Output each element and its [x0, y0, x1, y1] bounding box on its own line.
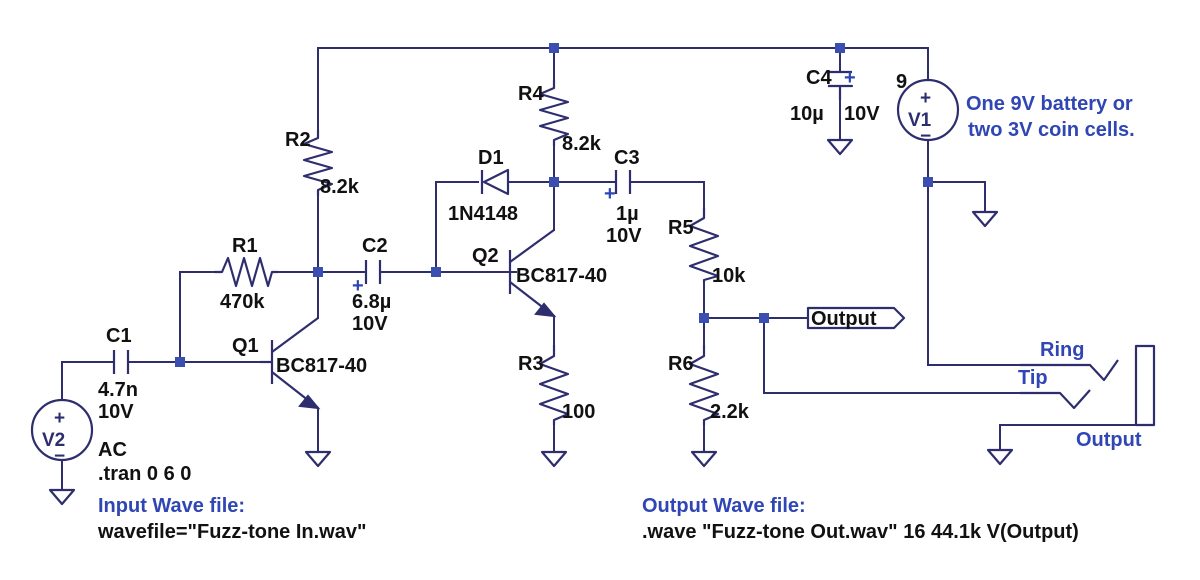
c3-ref: C3 [614, 147, 640, 169]
resistor-r2: R2 8.2k [285, 129, 360, 198]
r4-ref: R4 [518, 83, 544, 105]
junction-dots [175, 43, 933, 367]
r1-value: 470k [220, 291, 265, 313]
r2-ref: R2 [285, 129, 311, 151]
ground-icon [540, 450, 568, 468]
c4-value: 10µ [790, 103, 824, 125]
q1-ref: Q1 [232, 335, 259, 357]
r5-ref: R5 [668, 217, 694, 239]
q2-ref: Q2 [472, 245, 499, 267]
output-net-label: Output [806, 306, 906, 330]
r6-value: 2.2k [710, 401, 750, 423]
d1-ref: D1 [478, 147, 504, 169]
resistor-r1: R1 470k [214, 235, 278, 313]
voltage-source-v1: + V1 − 9 [896, 71, 960, 147]
diode-d1: D1 1N4148 [448, 147, 518, 225]
junction-dot [549, 43, 559, 53]
q1-value: BC817-40 [276, 355, 367, 377]
v1-minus-sign: − [920, 126, 931, 147]
output-port-label: Output [811, 308, 877, 330]
r3-ref: R3 [518, 353, 544, 375]
voltage-source-v2: + V2 − AC [30, 398, 127, 467]
battery-note-line2: two 3V coin cells. [968, 119, 1135, 141]
v1-value: 9 [896, 71, 907, 93]
capacitor-c1: C1 4.7n 10V [98, 325, 138, 423]
c2-value: 6.8µ [352, 291, 391, 313]
c2-plus-sign: + [352, 275, 364, 297]
r5-value: 10k [712, 265, 746, 287]
battery-note-line1: One 9V battery or [966, 93, 1133, 115]
transistor-q2: Q2 BC817-40 [472, 229, 607, 318]
junction-dot [835, 43, 845, 53]
transistor-q1: Q1 BC817-40 [232, 317, 367, 410]
r4-value: 8.2k [562, 133, 602, 155]
junction-dot [759, 313, 769, 323]
c4-ref: C4 [806, 67, 832, 89]
v2-ref: V2 [42, 430, 65, 451]
directives: .tran 0 6 0 Input Wave file: wavefile="F… [97, 463, 1079, 543]
junction-dot [923, 177, 933, 187]
capacitor-c4: + C4 10µ 10V [790, 67, 880, 125]
input-wave-title: Input Wave file: [98, 495, 245, 517]
r3-value: 100 [562, 401, 595, 423]
c2-rating: 10V [352, 313, 388, 335]
resistor-r3: R3 100 [518, 345, 595, 425]
c3-rating: 10V [606, 225, 642, 247]
r1-ref: R1 [232, 235, 258, 257]
input-wave-command: wavefile="Fuzz-tone In.wav" [97, 521, 366, 543]
resistor-r6: R6 2.2k [668, 345, 750, 425]
tran-directive: .tran 0 6 0 [98, 463, 191, 485]
r2-value: 8.2k [320, 176, 360, 198]
ground-icon [826, 138, 854, 156]
capacitor-c2: + C2 6.8µ 10V [352, 235, 391, 335]
v2-value: AC [98, 439, 127, 461]
junction-dot [313, 267, 323, 277]
junction-dot [549, 177, 559, 187]
output-wave-command: .wave "Fuzz-tone Out.wav" 16 44.1k V(Out… [642, 521, 1079, 543]
wires [61, 47, 1137, 491]
resistor-r5: R5 10k [668, 208, 746, 287]
jack-tip-label: Tip [1018, 367, 1048, 389]
c1-ref: C1 [106, 325, 132, 347]
output-jack: Ring Tip Output [1018, 339, 1156, 451]
c4-plus-sign: + [844, 67, 856, 89]
ground-icon [690, 450, 718, 468]
jack-output-label: Output [1076, 429, 1142, 451]
ground-icon [971, 210, 999, 228]
capacitor-c3: + C3 1µ 10V [604, 147, 642, 247]
resistor-r4: R4 8.2k [518, 80, 602, 155]
c4-rating: 10V [844, 103, 880, 125]
v1-plus-sign: + [920, 88, 931, 109]
junction-dot [699, 313, 709, 323]
v2-plus-sign: + [54, 408, 65, 429]
ground-icon [48, 488, 76, 506]
output-wave-title: Output Wave file: [642, 495, 806, 517]
c3-value: 1µ [616, 203, 639, 225]
junction-dot [431, 267, 441, 277]
ground-symbols [48, 138, 1014, 506]
junction-dot [175, 357, 185, 367]
v2-minus-sign: − [54, 446, 65, 467]
d1-value: 1N4148 [448, 203, 518, 225]
r6-ref: R6 [668, 353, 694, 375]
ground-icon [304, 450, 332, 468]
jack-ring-label: Ring [1040, 339, 1084, 361]
notes: One 9V battery or two 3V coin cells. [966, 93, 1135, 141]
ground-icon [986, 448, 1014, 466]
c2-ref: C2 [362, 235, 388, 257]
v1-ref: V1 [908, 110, 932, 131]
c1-value: 4.7n [98, 379, 138, 401]
c3-plus-sign: + [604, 183, 616, 205]
q2-value: BC817-40 [516, 265, 607, 287]
c1-rating: 10V [98, 401, 134, 423]
